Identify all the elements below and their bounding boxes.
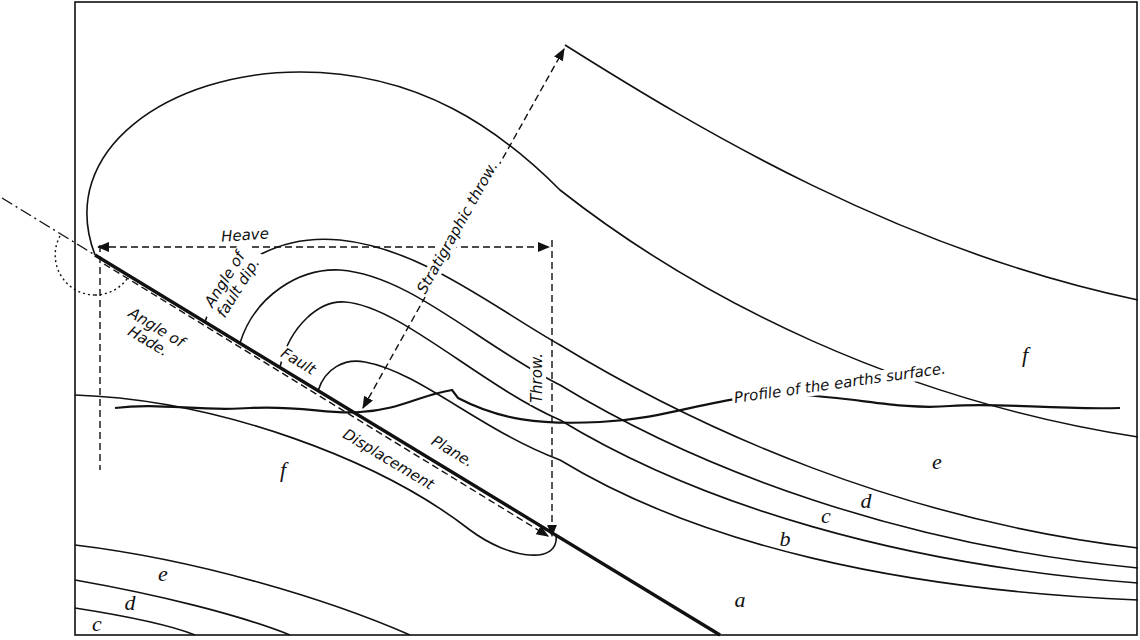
stratum-letter: f — [278, 458, 288, 481]
measure-label: Throw. — [530, 351, 546, 405]
stratum-line — [75, 545, 410, 635]
stratum-letter: e — [930, 450, 944, 473]
stratum-letter: a — [733, 588, 748, 611]
stratum-line — [205, 239, 1138, 548]
fault-plane — [95, 255, 720, 635]
frame — [75, 2, 1137, 635]
hade-angle-arc — [95, 276, 129, 295]
stratum-letter: f — [1020, 343, 1030, 366]
surface-label: Profile of the earths surface. — [731, 361, 949, 407]
stratum-letter: c — [90, 612, 104, 635]
surface-profile — [115, 390, 1120, 423]
displacement-line — [104, 264, 548, 536]
measure-label: Stratigraphic throw. — [414, 158, 502, 299]
vertical-guide — [99, 245, 100, 470]
stratum-line — [75, 395, 556, 555]
stratum-letter: d — [123, 591, 138, 614]
stratum-line — [565, 45, 1138, 300]
hade-angle-arc — [55, 236, 95, 295]
stratum-line — [318, 361, 1138, 600]
measure-label: Angle of fault dip. — [197, 241, 267, 327]
stratum-letter: b — [778, 527, 793, 550]
throw-line — [551, 240, 552, 536]
stratum-line — [240, 270, 1138, 568]
stratum-line — [75, 580, 290, 635]
stratum-letter: d — [859, 489, 874, 512]
stratum-letter: e — [156, 562, 170, 585]
stratigraphic-throw-line — [363, 49, 564, 408]
measure-label: Heave — [219, 226, 272, 245]
heave-line — [98, 246, 549, 247]
measure-label: Angle of Hade. — [109, 300, 196, 369]
stratum-line — [280, 302, 1138, 583]
stratum-letter: c — [819, 504, 833, 527]
fault-extension — [2, 198, 95, 255]
stratum-line — [87, 72, 1138, 437]
